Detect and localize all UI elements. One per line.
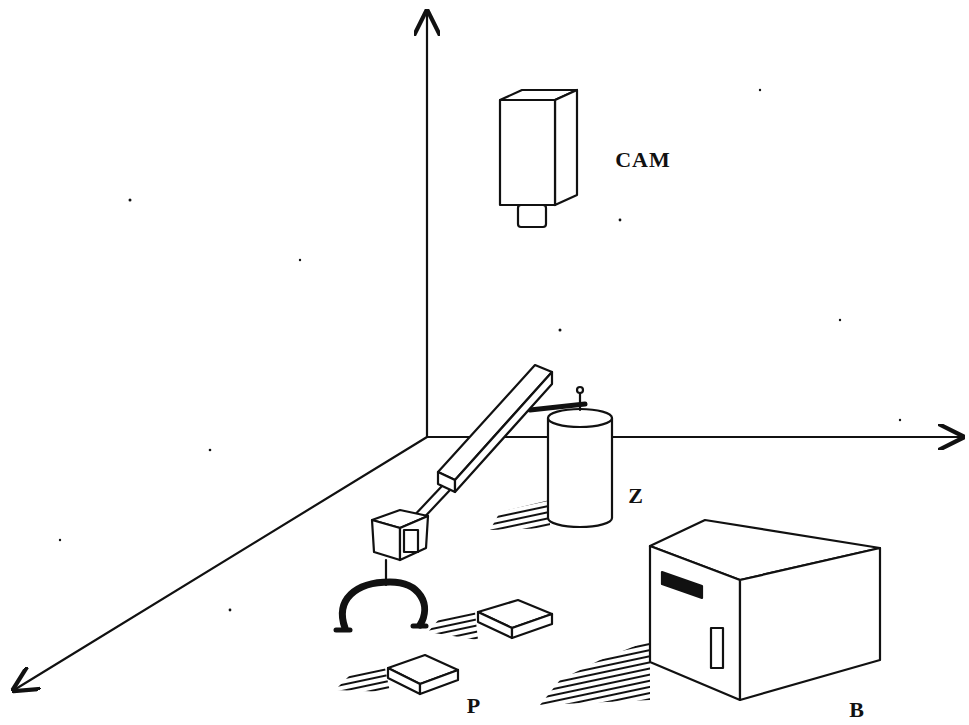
shadow-hatching	[335, 500, 650, 705]
y-axis	[427, 436, 962, 438]
part-label: CAM	[615, 149, 671, 171]
robot-arm	[336, 365, 585, 630]
box	[650, 520, 880, 700]
z-axis	[426, 12, 428, 437]
part-label: B	[849, 699, 865, 721]
paper-specks	[59, 89, 901, 612]
part-label: P	[467, 695, 481, 717]
plates	[388, 600, 552, 694]
part-label: Z	[628, 485, 644, 507]
x-axis	[14, 437, 427, 690]
camera	[500, 90, 577, 227]
